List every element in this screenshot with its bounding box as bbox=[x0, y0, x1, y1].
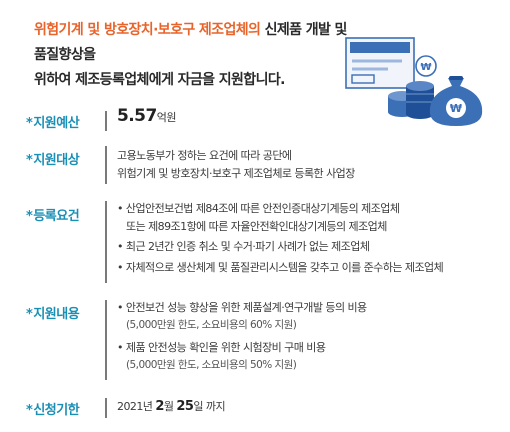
budget-value: 5.57억원 bbox=[117, 106, 177, 127]
deadline-day-unit: 일 bbox=[193, 400, 203, 413]
target-label: *지원대상 bbox=[26, 153, 80, 168]
target-line: 위험기계 및 방호장치·보호구 제조업체로 등록한 사업장 bbox=[117, 166, 355, 180]
svg-text:₩: ₩ bbox=[450, 102, 462, 115]
document-icon bbox=[345, 37, 415, 89]
requirements-content: • 산업안전보건법 제84조에 따른 안전인증대상기계등의 제조업체 또는 제8… bbox=[117, 200, 444, 276]
deadline-value: 2021년 2월 25일 까지 bbox=[117, 398, 226, 416]
target-content: 고용노동부가 정하는 요건에 따라 공단에 위험기계 및 방호장치·보호구 제조… bbox=[117, 147, 355, 182]
deadline-day: 25 bbox=[176, 399, 194, 414]
funding-illustration: ₩ ₩ bbox=[345, 37, 483, 126]
list-item: • 산업안전보건법 제84조에 따른 안전인증대상기계등의 제조업체 bbox=[117, 202, 400, 215]
target-row: *지원대상 bbox=[26, 149, 104, 168]
budget-label: *지원예산 bbox=[26, 116, 80, 131]
list-item: • 안전보건 성능 향상을 위한 제품설계·연구개발 등의 비용 bbox=[117, 301, 367, 314]
divider bbox=[105, 398, 107, 418]
deadline-label: *신청기한 bbox=[26, 403, 80, 418]
requirements-row: *등록요건 bbox=[26, 205, 104, 224]
list-item: • 자체적으로 생산체계 및 품질관리시스템을 갖추고 이를 준수하는 제조업체 bbox=[117, 260, 444, 274]
list-item-note: (5,000만원 한도, 소요비용의 60% 지원) bbox=[126, 318, 297, 331]
budget-unit: 억원 bbox=[156, 111, 177, 124]
list-item-note: (5,000만원 한도, 소요비용의 50% 지원) bbox=[126, 358, 297, 371]
list-item: • 최근 2년간 인증 취소 및 수거·파기 사례가 없는 제조업체 bbox=[117, 240, 370, 253]
divider bbox=[105, 146, 107, 184]
support-content-label: *지원내용 bbox=[26, 307, 80, 322]
budget-row: *지원예산 bbox=[26, 112, 104, 131]
divider bbox=[105, 300, 107, 380]
list-item: • 제품 안전성능 확인을 위한 시험장비 구매 비용 bbox=[117, 341, 326, 354]
svg-text:₩: ₩ bbox=[420, 62, 431, 73]
deadline-row: *신청기한 bbox=[26, 399, 104, 418]
support-content-row: *지원내용 bbox=[26, 303, 104, 322]
deadline-month-unit: 월 bbox=[163, 400, 174, 413]
intro-text: 위험기계 및 방호장치·보호구 제조업체의 신제품 개발 및 품질향상을 위하여… bbox=[34, 18, 354, 93]
money-bag-icon: ₩ bbox=[429, 76, 483, 126]
intro-line1-rest: 신제품 개발 및 품질향상을 bbox=[34, 22, 347, 63]
intro-highlight: 위험기계 및 방호장치·보호구 제조업체의 bbox=[34, 22, 261, 38]
coin-stack-icon: ₩ bbox=[388, 55, 437, 119]
target-line: 고용노동부가 정하는 요건에 따라 공단에 bbox=[117, 149, 292, 162]
divider bbox=[105, 201, 107, 283]
deadline-year: 2021년 bbox=[117, 400, 153, 413]
deadline-suffix: 까지 bbox=[205, 400, 226, 413]
requirements-label: *등록요건 bbox=[26, 209, 80, 224]
list-item-continuation: 또는 제89조1항에 따른 자율안전확인대상기계등의 제조업체 bbox=[126, 219, 387, 233]
budget-amount: 5.57 bbox=[117, 106, 157, 126]
support-content: • 안전보건 성능 향상을 위한 제품설계·연구개발 등의 비용 (5,000만… bbox=[117, 299, 367, 374]
deadline-month: 2 bbox=[155, 399, 164, 414]
divider bbox=[105, 111, 107, 131]
intro-line2: 위하여 제조등록업체에게 자금을 지원합니다. bbox=[34, 72, 285, 88]
